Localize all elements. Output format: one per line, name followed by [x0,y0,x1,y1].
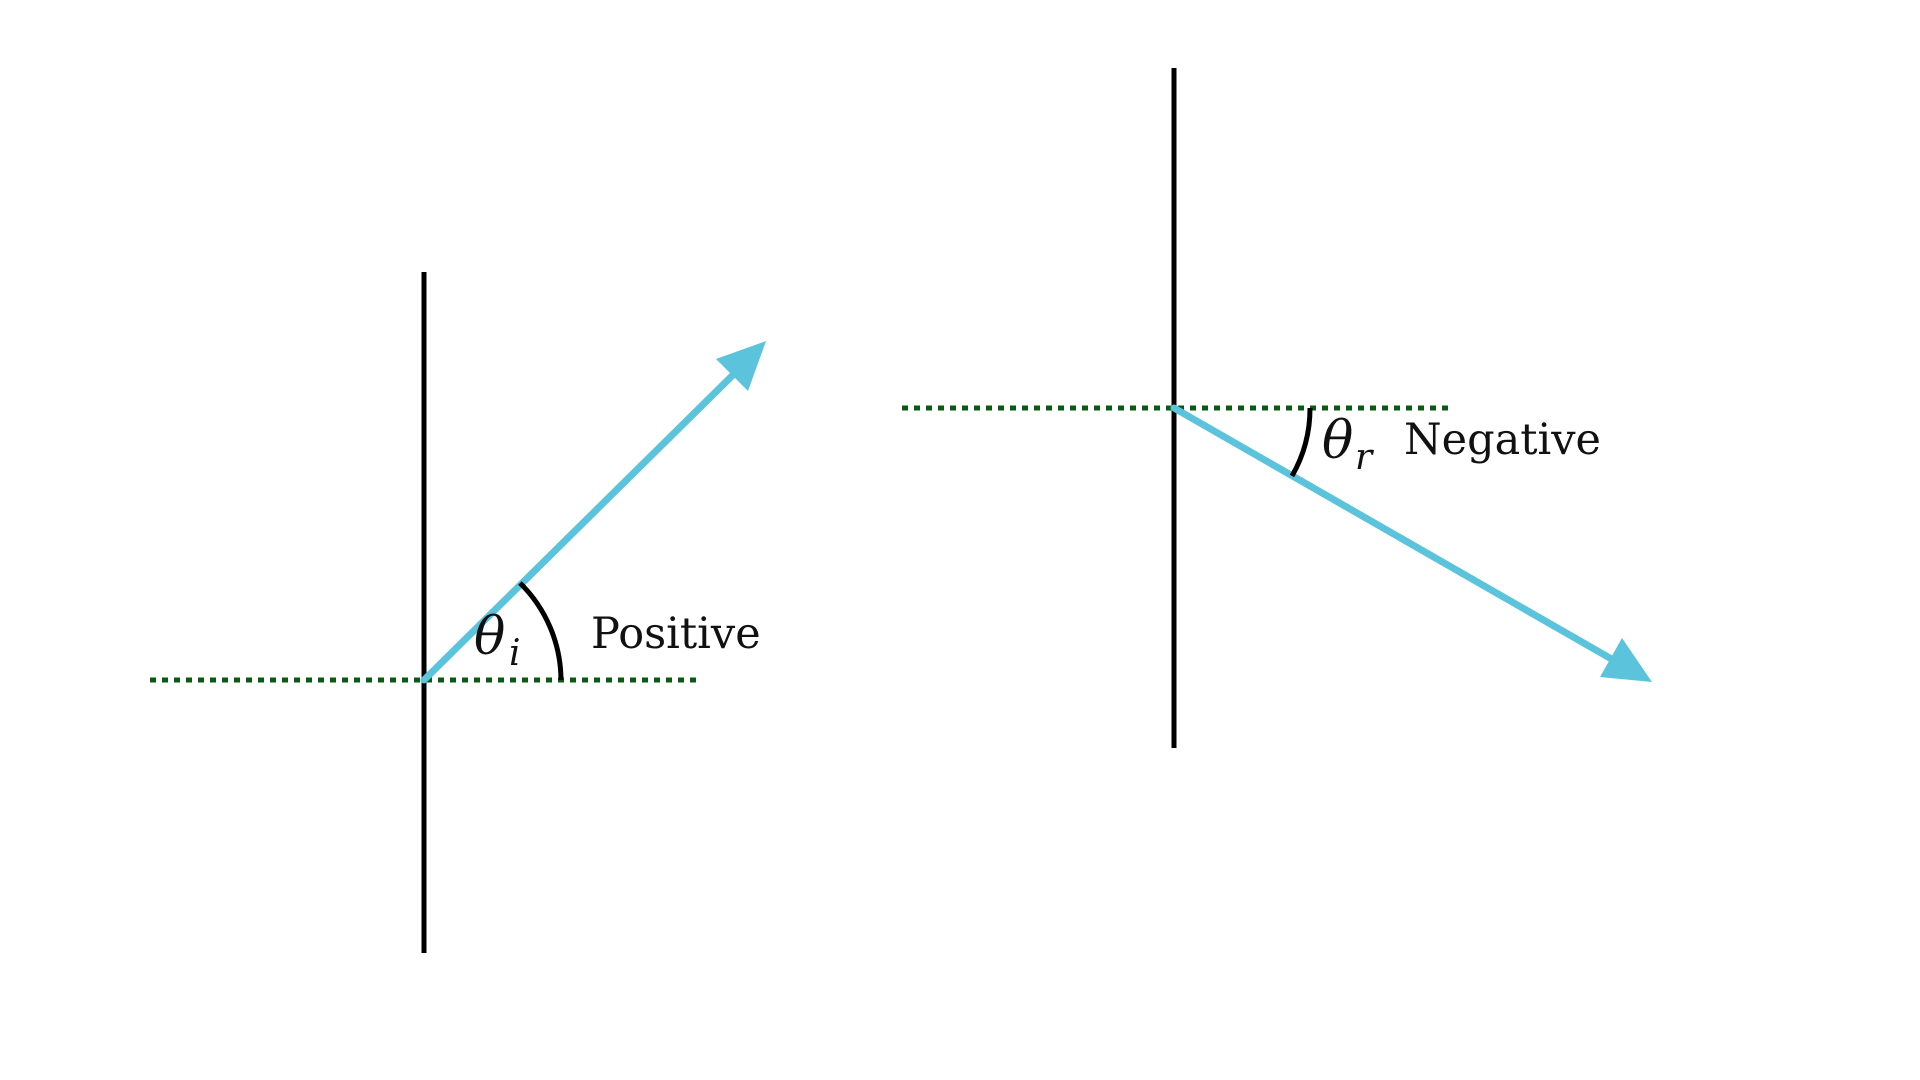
incident-ray-left [420,366,742,684]
positive-angle-panel: θ i Positive [150,272,766,953]
theta-i-symbol: θ [474,607,505,667]
arrowhead-right [1600,638,1652,682]
angle-arc-right [1289,407,1313,478]
arrowhead-left [716,341,766,391]
positive-label: Positive [591,609,761,659]
theta-r-subscript: r [1355,437,1374,478]
angle-arc-left [518,581,564,681]
theta-r-symbol: θ [1322,411,1353,471]
negative-label: Negative [1404,415,1601,465]
negative-angle-panel: θ r Negative [902,68,1652,748]
reflected-ray-right [1170,404,1626,669]
theta-i-subscript: i [509,633,521,674]
